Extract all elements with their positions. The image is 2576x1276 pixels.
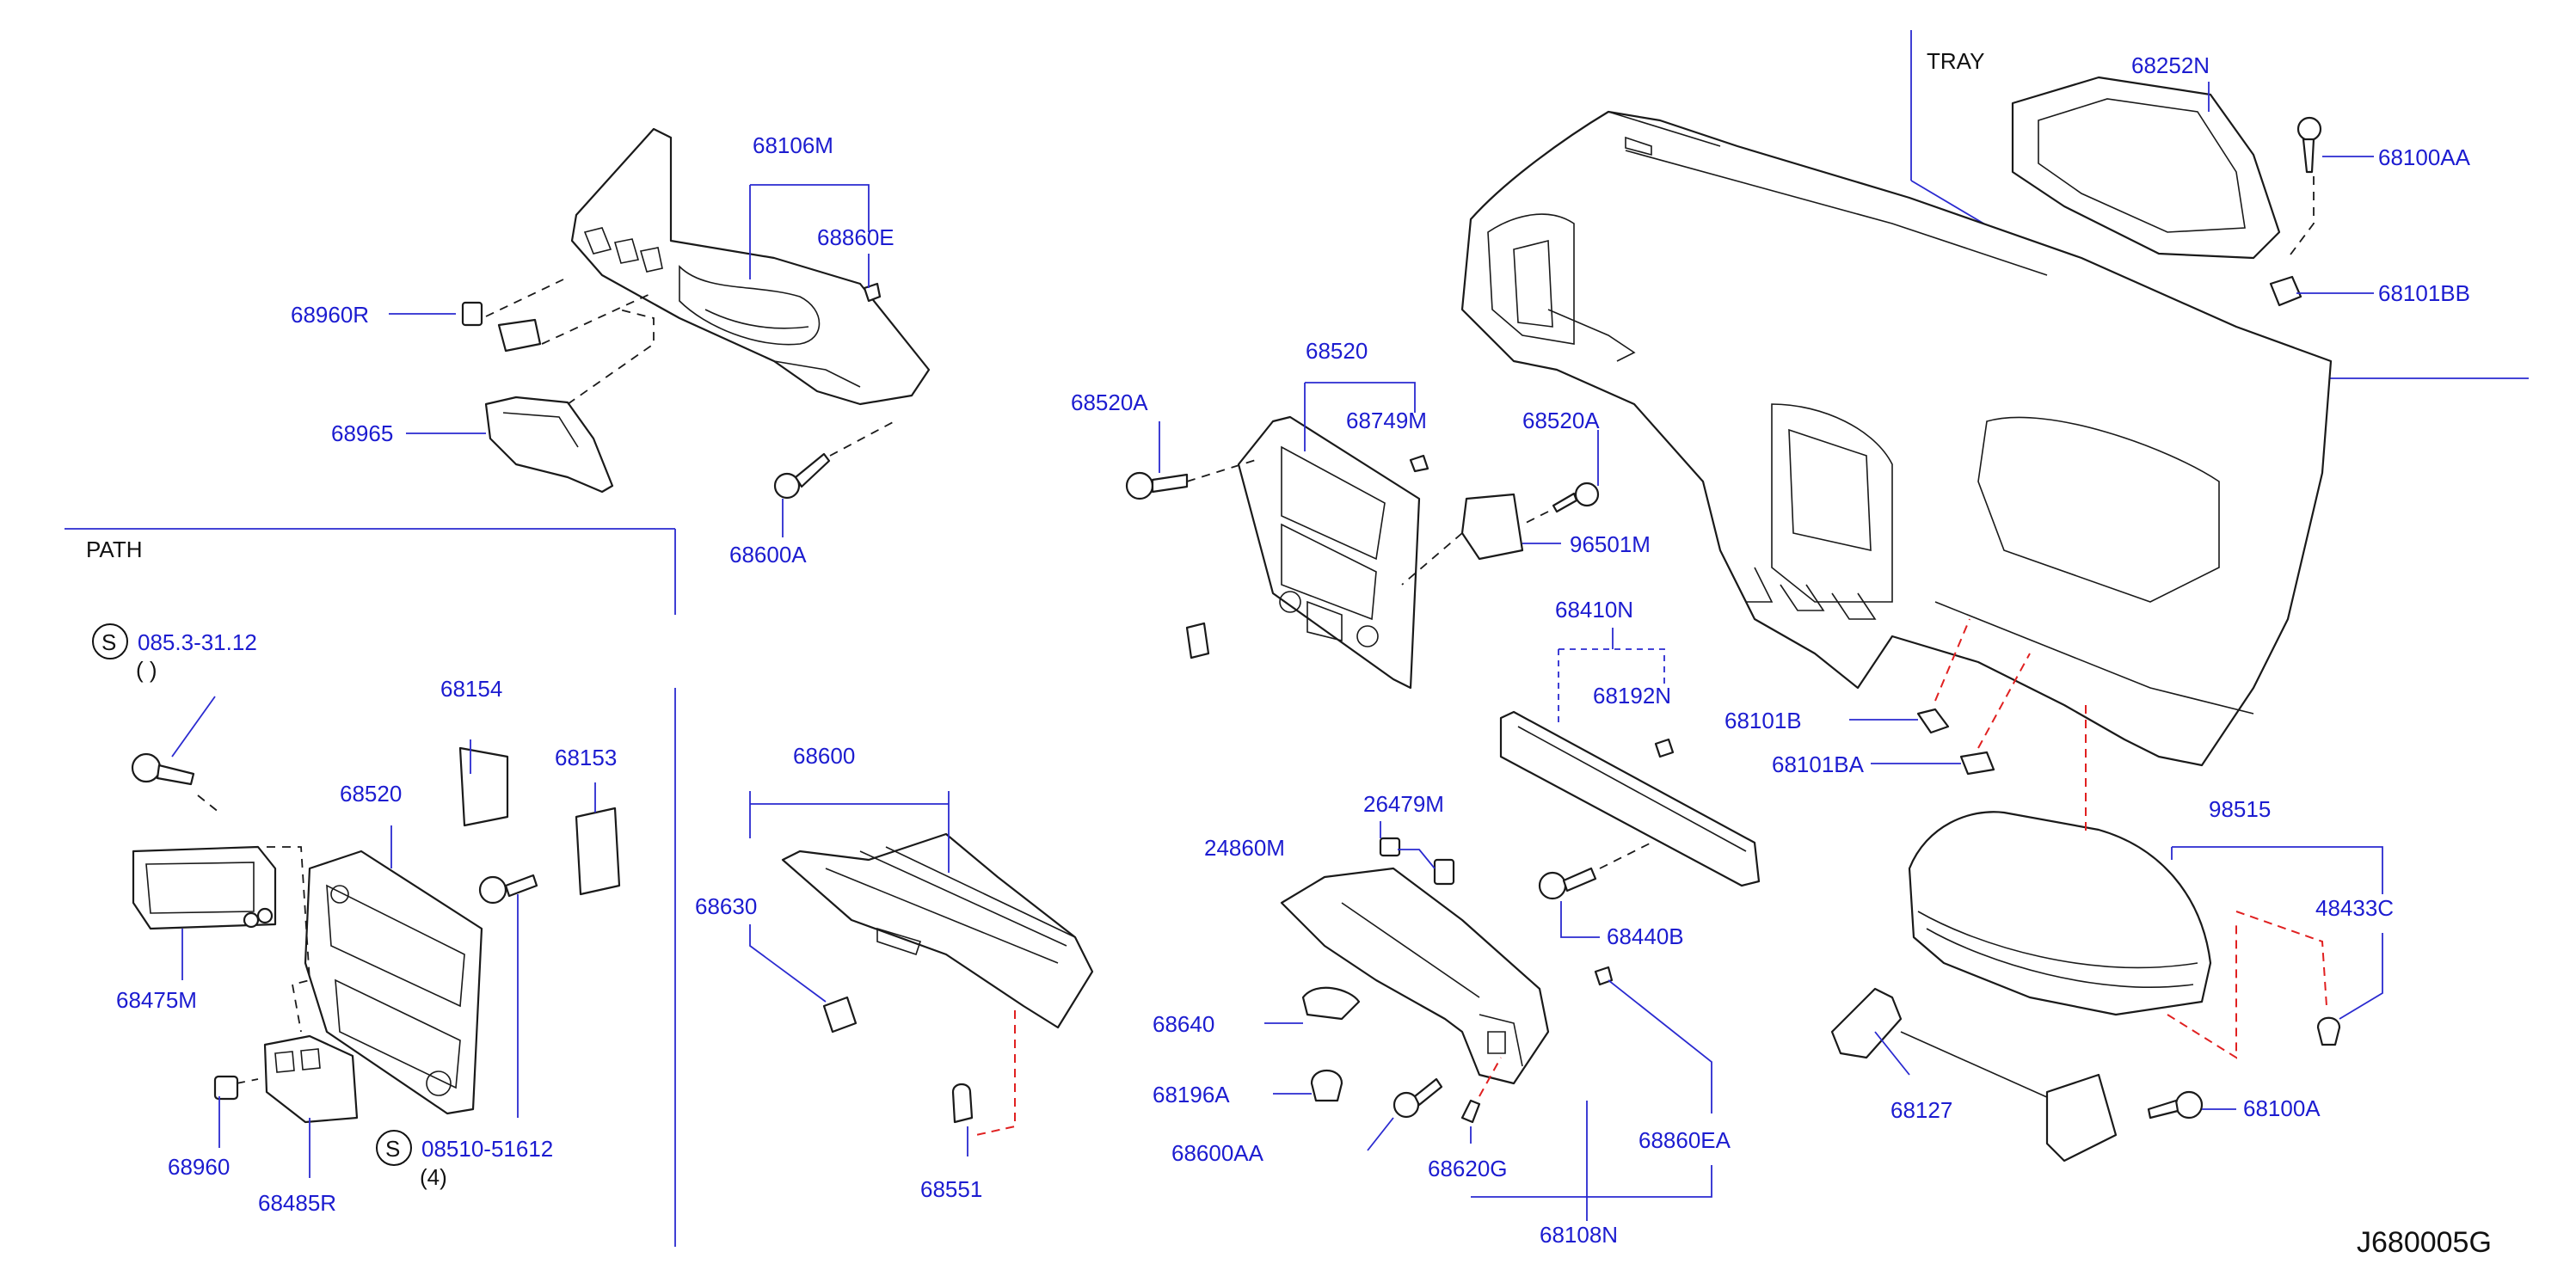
part-clip-68101b [1916,708,1950,734]
part-screw-path-right [478,874,538,905]
part-clip-68749m [1409,454,1429,473]
part-cap-26479m [1433,858,1455,886]
part-label-68410n: 68410N [1555,597,1633,623]
standard-part-qty-1: ( ) [136,657,157,683]
part-label-68154: 68154 [440,676,502,702]
part-label-68600aa: 68600AA [1171,1140,1264,1166]
part-tray-68965 [484,396,614,494]
part-screw-68520a-left [1125,471,1189,500]
section-label-tray: TRAY [1927,48,1984,74]
part-label-68100aa: 68100AA [2378,144,2471,170]
part-panel-68485r [263,1034,359,1124]
standard-part-number-2: 08510-51612 [421,1136,553,1162]
part-screw-68520a-right [1552,482,1600,513]
part-label-68153: 68153 [555,745,617,770]
part-label-68965: 68965 [331,420,393,446]
standard-part-symbol-1 [92,623,128,659]
part-label-68520a-right: 68520A [1522,408,1600,433]
part-dashboard [1460,110,2333,767]
part-label-68960: 68960 [168,1154,230,1180]
part-label-68749m: 68749M [1346,408,1427,433]
part-unit-68475m [132,845,277,930]
standard-part-symbol-1-text: S [101,629,116,655]
part-switch-68960r [461,301,542,353]
part-bracket-68154 [458,746,509,827]
part-label-68860e: 68860E [817,224,895,250]
part-label-68860ea: 68860EA [1638,1127,1731,1153]
part-glove-box-68600 [781,832,1094,1029]
part-label-68520-path: 68520 [340,781,402,807]
part-label-68106m: 68106M [753,132,833,158]
part-screw-68100aa [2296,116,2322,174]
part-label-68101b: 68101B [1725,708,1802,733]
part-label-68960r: 68960R [291,302,369,328]
standard-part-qty-2: (4) [420,1164,447,1190]
part-label-68640: 68640 [1153,1011,1214,1037]
part-label-68252n: 68252N [2131,52,2210,78]
part-switch-68960 [213,1075,239,1101]
part-label-68600: 68600 [793,743,855,769]
leader-lines [171,82,2383,1221]
part-clip-68101bb [2269,275,2302,307]
part-bracket-68127 [1830,987,2118,1163]
part-center-panel-68520 [1237,415,1421,690]
part-airbag-98515 [1908,811,2212,1016]
part-label-68192n: 68192N [1593,683,1671,709]
part-label-68108n: 68108N [1540,1222,1618,1248]
part-screw-48433c [2316,1016,2341,1046]
part-tray-68252n [2011,76,2281,260]
part-bumper-68551 [951,1083,974,1124]
part-clip-68192n [1654,738,1675,758]
standard-part-number-1: 085.3-31.12 [138,629,257,655]
part-label-68520-upper: 68520 [1306,338,1368,364]
part-trim-strip-68410n [1499,710,1761,887]
part-unit-96501m [1460,493,1524,561]
standard-part-symbol-2-text: S [385,1136,400,1162]
part-label-68620g: 68620G [1428,1156,1508,1181]
part-screw-68600aa [1393,1077,1443,1119]
section-label-path: PATH [86,537,142,562]
part-label-68600a: 68600A [729,542,807,567]
part-plug-24860m [1379,837,1401,857]
part-label-68630: 68630 [695,893,757,919]
part-label-24860m: 24860M [1204,835,1285,861]
part-clip-68196a [1310,1070,1343,1102]
part-label-26479m: 26479M [1363,791,1444,817]
part-screw-68600a [773,452,831,500]
part-clip-68860ea [1594,966,1614,986]
part-label-68440b: 68440B [1607,923,1684,949]
part-lower-cover-68108n [1280,867,1550,1085]
labels: TRAY PATH 68106M 68860E 68960R 68965 686… [86,48,2492,1259]
part-label-68127: 68127 [1891,1097,1952,1123]
part-clip-68101ba [1959,751,1995,776]
part-latch-68630 [822,996,858,1034]
part-screw-68100a [2147,1090,2204,1120]
part-label-68520a-left: 68520A [1071,390,1148,415]
part-clip-68640 [1301,986,1361,1021]
part-label-68485r: 68485R [258,1190,336,1216]
part-label-96501m: 96501M [1570,531,1651,557]
part-label-68100a: 68100A [2243,1095,2321,1121]
diagram-reference-code: J680005G [2357,1226,2492,1259]
part-bracket-68153 [575,807,621,896]
standard-part-symbol-2 [376,1130,412,1166]
part-clip-small [1185,622,1210,659]
part-screw-68620g [1460,1099,1481,1124]
part-label-68101bb: 68101BB [2378,280,2470,306]
part-screw-path-top [131,752,195,786]
part-label-68475m: 68475M [116,987,197,1013]
part-label-68196a: 68196A [1153,1082,1230,1107]
part-label-48433c: 48433C [2315,895,2394,921]
part-screw-68440b [1538,867,1597,900]
part-label-68551: 68551 [920,1176,982,1202]
part-label-68101ba: 68101BA [1772,751,1865,777]
part-label-98515: 98515 [2209,796,2271,822]
